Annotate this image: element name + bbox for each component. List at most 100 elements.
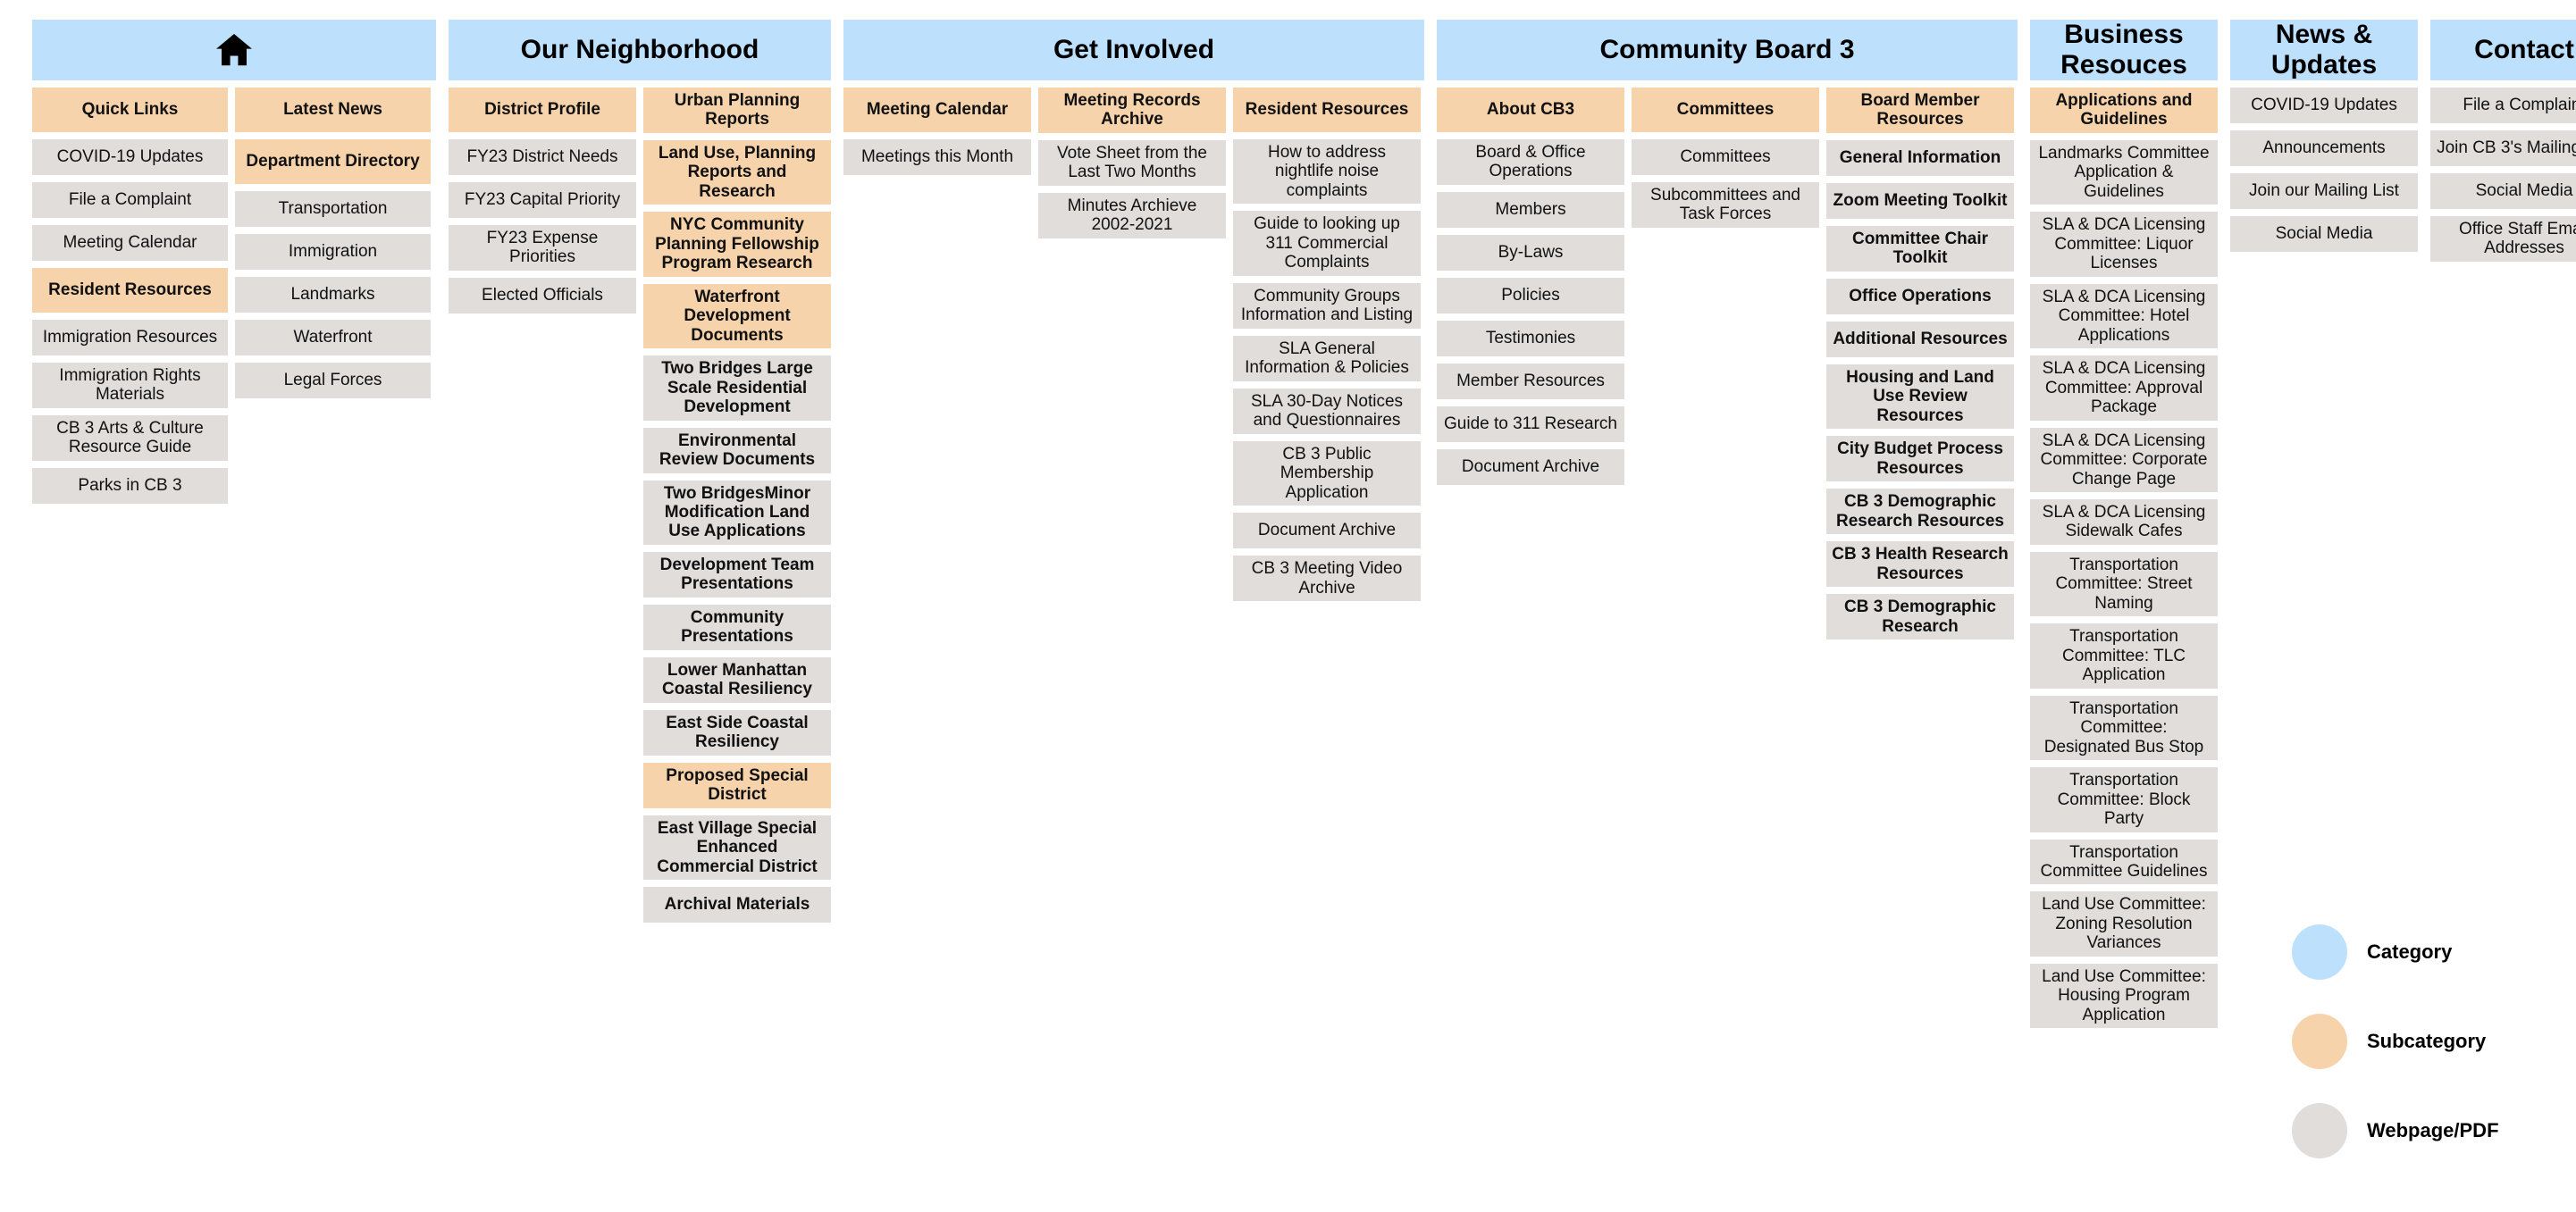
webpage-node[interactable]: SLA General Information & Policies bbox=[1233, 335, 1421, 381]
webpage-node[interactable]: Office Operations bbox=[1826, 278, 2014, 314]
webpage-node[interactable]: How to address nightlife noise complaint… bbox=[1233, 139, 1421, 205]
webpage-node[interactable]: SLA 30-Day Notices and Questionnaires bbox=[1233, 388, 1421, 434]
webpage-node[interactable]: Environmental Review Documents bbox=[643, 427, 831, 473]
webpage-node[interactable]: Subcommittees and Task Forces bbox=[1632, 182, 1819, 228]
webpage-node[interactable]: CB 3 Arts & Culture Resource Guide bbox=[32, 414, 228, 461]
webpage-node[interactable]: East Village Special Enhanced Commercial… bbox=[643, 815, 831, 880]
webpage-node[interactable]: General Information bbox=[1826, 139, 2014, 176]
webpage-node[interactable]: Immigration Rights Materials bbox=[32, 363, 228, 408]
webpage-node[interactable]: Immigration Resources bbox=[32, 320, 228, 355]
category-header-our-neighborhood[interactable]: Our Neighborhood bbox=[449, 20, 831, 80]
category-header-contact[interactable]: Contact bbox=[2430, 20, 2576, 80]
webpage-node[interactable]: Legal Forces bbox=[235, 363, 431, 398]
subcategory-node[interactable]: Resident Resources bbox=[32, 268, 228, 313]
webpage-node[interactable]: Housing and Land Use Review Resources bbox=[1826, 364, 2014, 430]
webpage-node[interactable]: File a Complaint bbox=[32, 182, 228, 218]
webpage-node[interactable]: Document Archive bbox=[1233, 513, 1421, 549]
subcategory-header[interactable]: Applications and Guidelines bbox=[2030, 88, 2218, 133]
webpage-node[interactable]: Social Media bbox=[2230, 216, 2418, 252]
webpage-node[interactable]: Landmarks Committee Application & Guidel… bbox=[2030, 139, 2218, 205]
category-header-community-board-3[interactable]: Community Board 3 bbox=[1437, 20, 2018, 80]
webpage-node[interactable]: CB 3 Health Research Resources bbox=[1826, 541, 2014, 588]
webpage-node[interactable]: SLA & DCA Licensing Committee: Approval … bbox=[2030, 355, 2218, 421]
webpage-node[interactable]: Two Bridges Large Scale Residential Deve… bbox=[643, 355, 831, 421]
webpage-node[interactable]: CB 3 Demographic Research bbox=[1826, 594, 2014, 640]
webpage-node[interactable]: SLA & DCA Licensing Committee: Liquor Li… bbox=[2030, 212, 2218, 277]
webpage-node[interactable]: Vote Sheet from the Last Two Months bbox=[1038, 139, 1226, 186]
webpage-node[interactable]: Member Resources bbox=[1437, 363, 1624, 399]
webpage-node[interactable]: Transportation Committee: Block Party bbox=[2030, 767, 2218, 832]
category-header-home[interactable] bbox=[32, 20, 436, 80]
webpage-node[interactable]: Join CB 3's Mailing List bbox=[2430, 130, 2576, 166]
subcategory-header[interactable]: About CB3 bbox=[1437, 88, 1624, 132]
webpage-node[interactable]: Parks in CB 3 bbox=[32, 467, 228, 504]
webpage-node[interactable]: Zoom Meeting Toolkit bbox=[1826, 182, 2014, 219]
webpage-node[interactable]: Transportation Committee Guidelines bbox=[2030, 839, 2218, 885]
webpage-node[interactable]: Transportation Committee: Designated Bus… bbox=[2030, 695, 2218, 761]
webpage-node[interactable]: Testimonies bbox=[1437, 320, 1624, 356]
subcategory-header[interactable]: Urban Planning Reports bbox=[643, 88, 831, 133]
webpage-node[interactable]: FY23 Expense Priorities bbox=[449, 225, 636, 271]
subcategory-node[interactable]: Waterfront Development Documents bbox=[643, 283, 831, 349]
webpage-node[interactable]: Community Groups Information and Listing bbox=[1233, 282, 1421, 329]
webpage-node[interactable]: Meeting Calendar bbox=[32, 225, 228, 261]
webpage-node[interactable]: Social Media bbox=[2430, 173, 2576, 209]
webpage-node[interactable]: SLA & DCA Licensing Sidewalk Cafes bbox=[2030, 498, 2218, 545]
webpage-node[interactable]: Landmarks bbox=[235, 277, 431, 313]
webpage-node[interactable]: East Side Coastal Resiliency bbox=[643, 709, 831, 756]
subcategory-header[interactable]: Meeting Records Archive bbox=[1038, 88, 1226, 133]
subcategory-header[interactable]: Board Member Resources bbox=[1826, 88, 2014, 133]
webpage-node[interactable]: Announcements bbox=[2230, 130, 2418, 166]
webpage-node[interactable]: Policies bbox=[1437, 277, 1624, 313]
webpage-node[interactable]: Immigration bbox=[235, 234, 431, 270]
webpage-node[interactable]: Guide to 311 Research bbox=[1437, 405, 1624, 442]
category-header-get-involved[interactable]: Get Involved bbox=[843, 20, 1424, 80]
webpage-node[interactable]: Waterfront bbox=[235, 320, 431, 355]
subcategory-node[interactable]: Proposed Special District bbox=[643, 762, 831, 808]
webpage-node[interactable]: Transportation Committee: TLC Applicatio… bbox=[2030, 623, 2218, 689]
webpage-node[interactable]: CB 3 Meeting Video Archive bbox=[1233, 556, 1421, 601]
subcategory-header[interactable]: Resident Resources bbox=[1233, 88, 1421, 132]
webpage-node[interactable]: Members bbox=[1437, 191, 1624, 228]
webpage-node[interactable]: CB 3 Public Membership Application bbox=[1233, 440, 1421, 506]
webpage-node[interactable]: Additional Resources bbox=[1826, 321, 2014, 357]
webpage-node[interactable]: File a Complaint bbox=[2430, 88, 2576, 123]
webpage-node[interactable]: COVID-19 Updates bbox=[2230, 88, 2418, 123]
webpage-node[interactable]: SLA & DCA Licensing Committee: Corporate… bbox=[2030, 427, 2218, 492]
webpage-node[interactable]: SLA & DCA Licensing Committee: Hotel App… bbox=[2030, 283, 2218, 349]
subcategory-header[interactable]: District Profile bbox=[449, 88, 636, 132]
subcategory-header[interactable]: Committees bbox=[1632, 88, 1819, 132]
webpage-node[interactable]: By-Laws bbox=[1437, 234, 1624, 271]
subcategory-header[interactable]: Meeting Calendar bbox=[843, 88, 1031, 132]
subcategory-header[interactable]: Quick Links bbox=[32, 88, 228, 132]
webpage-node[interactable]: Meetings this Month bbox=[843, 139, 1031, 175]
webpage-node[interactable]: CB 3 Demographic Research Resources bbox=[1826, 489, 2014, 535]
category-header-news-updates[interactable]: News & Updates bbox=[2230, 20, 2418, 80]
webpage-node[interactable]: Join our Mailing List bbox=[2230, 173, 2418, 209]
subcategory-header[interactable]: Latest News bbox=[235, 88, 431, 132]
webpage-node[interactable]: FY23 Capital Priority bbox=[449, 182, 636, 218]
subcategory-node[interactable]: NYC Community Planning Fellowship Progra… bbox=[643, 212, 831, 277]
webpage-node[interactable]: Office Staff Email Addresses bbox=[2430, 216, 2576, 262]
subcategory-node[interactable]: Land Use, Planning Reports and Research bbox=[643, 139, 831, 205]
webpage-node[interactable]: Transportation Committee: Street Naming bbox=[2030, 551, 2218, 617]
webpage-node[interactable]: Two BridgesMinor Modification Land Use A… bbox=[643, 480, 831, 545]
webpage-node[interactable]: Land Use Committee: Housing Program Appl… bbox=[2030, 963, 2218, 1029]
webpage-node[interactable]: FY23 District Needs bbox=[449, 139, 636, 175]
webpage-node[interactable]: Transportation bbox=[235, 191, 431, 227]
webpage-node[interactable]: Community Presentations bbox=[643, 604, 831, 650]
webpage-node[interactable]: Guide to looking up 311 Commercial Compl… bbox=[1233, 211, 1421, 276]
webpage-node[interactable]: Committees bbox=[1632, 139, 1819, 175]
webpage-node[interactable]: Board & Office Operations bbox=[1437, 139, 1624, 185]
category-header-business-resouces[interactable]: Business Resouces bbox=[2030, 20, 2218, 80]
webpage-node[interactable]: Minutes Archieve 2002-2021 bbox=[1038, 192, 1226, 238]
webpage-node[interactable]: Elected Officials bbox=[449, 277, 636, 313]
webpage-node[interactable]: Archival Materials bbox=[643, 887, 831, 923]
webpage-node[interactable]: Development Team Presentations bbox=[643, 551, 831, 598]
webpage-node[interactable]: Document Archive bbox=[1437, 448, 1624, 485]
subcategory-node[interactable]: Department Directory bbox=[235, 139, 431, 184]
webpage-node[interactable]: Lower Manhattan Coastal Resiliency bbox=[643, 656, 831, 703]
webpage-node[interactable]: Committee Chair Toolkit bbox=[1826, 225, 2014, 272]
webpage-node[interactable]: Land Use Committee: Zoning Resolution Va… bbox=[2030, 891, 2218, 957]
webpage-node[interactable]: City Budget Process Resources bbox=[1826, 436, 2014, 482]
